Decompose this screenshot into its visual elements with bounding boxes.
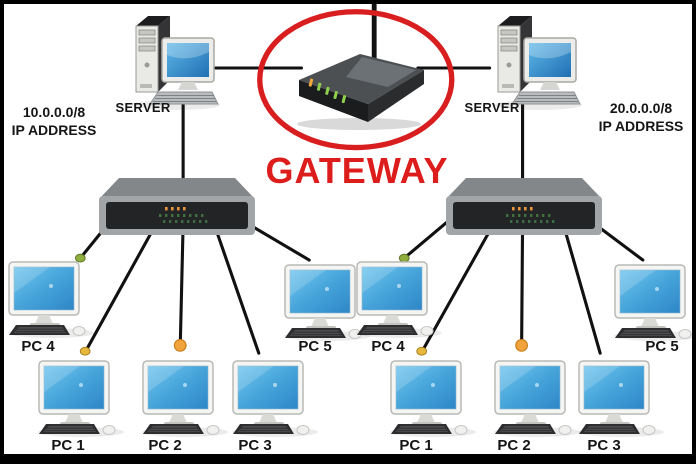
link-right-switch-pc3 [561,222,602,355]
right-pc5-label: PC 5 [645,338,679,355]
connector-yellow-icon [79,346,91,356]
link-left-switch-pc2 [178,222,185,349]
left-pc5-label: PC 5 [298,338,332,355]
right-switch-icon [444,177,604,239]
left-pc1-icon [36,360,132,438]
right-pc4-icon [354,261,450,339]
left-pc4-label: PC 4 [21,338,55,355]
left-server-icon [124,12,224,112]
gateway-label: GATEWAY [265,150,449,191]
left-ip-address: 10.0.0.0/8 IP ADDRESS [12,104,97,139]
left-ip-value: 10.0.0.0/8 [22,104,86,120]
link-left-switch-pc3 [212,222,261,355]
right-pc1-icon [388,360,484,438]
right-pc5-icon [612,264,696,342]
connector-orange-icon [173,338,187,352]
right-pc2-icon [492,360,588,438]
left-pc4-icon [6,261,102,339]
right-ip-value: 20.0.0.0/8 [609,100,673,116]
left-pc2-label: PC 2 [148,437,182,454]
left-switch-icon [97,177,257,239]
right-pc4-label: PC 4 [371,338,405,355]
connector-orange-icon [515,338,528,352]
left-pc3-label: PC 3 [238,437,272,454]
left-pc1-label: PC 1 [51,437,85,454]
left-server-label: SERVER [115,100,171,115]
right-pc2-label: PC 2 [497,437,531,454]
right-server-icon [486,12,586,112]
link-right-switch-pc2 [520,222,525,349]
gateway-router-icon [284,44,434,132]
right-ip-address: 20.0.0.0/8 IP ADDRESS [599,100,684,135]
link-right-switch-pc4 [402,220,449,260]
right-pc3-icon [576,360,672,438]
right-pc1-label: PC 1 [399,437,433,454]
left-ip-caption: IP ADDRESS [11,121,97,138]
left-pc3-icon [230,360,326,438]
left-pc2-icon [140,360,236,438]
right-ip-caption: IP ADDRESS [598,117,684,134]
connector-yellow-icon [416,346,428,356]
right-server-label: SERVER [464,100,520,115]
right-pc3-label: PC 3 [587,437,621,454]
